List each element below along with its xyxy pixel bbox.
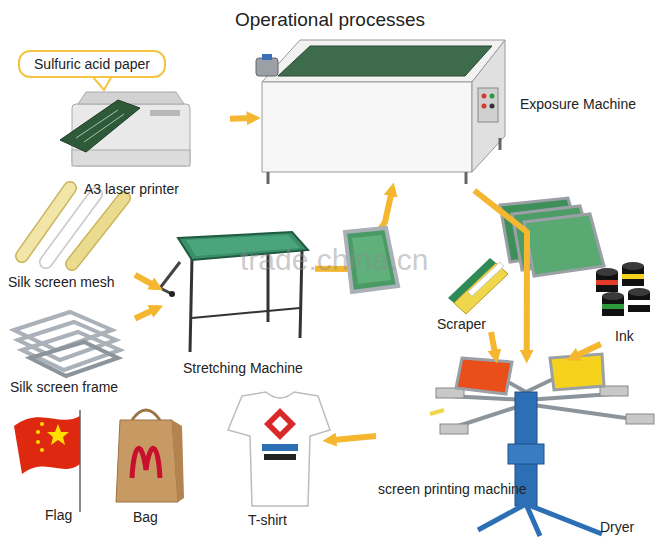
stretching-machine-node: Stretching Machine	[158, 222, 315, 378]
printing-machine-illustration	[430, 354, 654, 536]
flow-arrow	[491, 332, 496, 358]
flow-arrow	[328, 436, 376, 440]
mesh-node: Silk screen mesh	[5, 178, 135, 292]
flow-arrow	[571, 344, 601, 358]
callout-text: Sulfuric acid paper	[34, 56, 150, 73]
flow-arrow	[230, 115, 255, 122]
callout-tail	[92, 76, 112, 90]
printer-illustration	[60, 92, 190, 166]
scraper-node: Scraper	[435, 252, 515, 332]
stretched-screen-illustration	[345, 228, 398, 292]
ink-cans-illustration	[596, 262, 650, 316]
diagram-title: Operational processes	[0, 9, 660, 31]
flow-arrow	[135, 308, 158, 319]
node-caption: screen printing machine	[378, 481, 527, 498]
node-caption: T-shirt	[248, 512, 287, 529]
tshirt-illustration	[228, 392, 330, 506]
tshirt-node: T-shirt	[212, 390, 328, 530]
bag-illustration	[116, 410, 184, 502]
scraper-illustration	[448, 258, 508, 314]
callout-box: Sulfuric acid paper	[18, 50, 166, 78]
exposure-machine-illustration	[256, 40, 505, 184]
bag-node: Bag	[112, 408, 182, 528]
flow-arrow	[474, 191, 527, 359]
node-caption: Flag	[45, 507, 72, 524]
node-caption: Ink	[615, 328, 634, 345]
node-caption: Stretching Machine	[183, 360, 303, 377]
ink-node: Ink	[588, 260, 652, 344]
node-caption: Silk screen mesh	[8, 274, 115, 291]
exposed-screens-illustration	[500, 198, 604, 276]
exposure-machine-node: Exposure Machine	[255, 36, 648, 188]
printing-machine-node: screen printing machine	[376, 358, 655, 500]
mesh-rolls-illustration	[22, 188, 124, 264]
node-caption: Silk screen frame	[10, 379, 118, 396]
frames-illustration	[14, 312, 120, 376]
flow-arrow	[135, 275, 158, 288]
flag-illustration	[14, 410, 80, 512]
stretching-machine-illustration	[160, 232, 308, 352]
node-caption: A3 laser printer	[84, 181, 179, 198]
node-caption: Bag	[133, 509, 158, 526]
printer-node: A3 laser printer	[62, 85, 195, 200]
node-caption: Exposure Machine	[520, 96, 636, 113]
node-caption: Scraper	[437, 316, 486, 333]
part-label: Dryer	[600, 519, 634, 535]
frame-node: Silk screen frame	[5, 305, 135, 395]
flag-node: Flag	[10, 412, 90, 528]
